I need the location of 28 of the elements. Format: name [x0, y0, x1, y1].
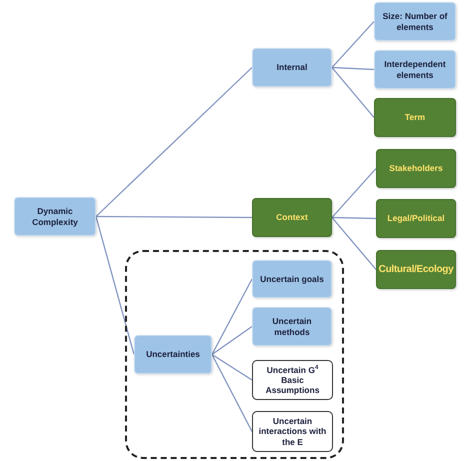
connector-line: [212, 354, 252, 380]
process-box: Interdependent elements: [374, 50, 456, 89]
connector-line: [96, 67, 252, 217]
process-box: Uncertainties: [134, 335, 212, 374]
process-box: Stakeholders: [376, 149, 456, 188]
connector-line: [332, 66, 374, 70]
process-box: Uncertain methods: [252, 307, 332, 346]
connector-line: [211, 354, 253, 432]
process-box: Context: [252, 198, 332, 237]
connector-line: [332, 168, 376, 218]
connector-line: [95, 216, 135, 355]
connector-line: [211, 278, 253, 355]
process-box: Legal/Political: [376, 199, 456, 238]
outlined-box: Uncertain interactions with the E: [252, 411, 333, 452]
process-box: Cultural/Ecology: [376, 250, 456, 289]
process-box: Dynamic Complexity: [14, 197, 96, 236]
process-box: Internal: [252, 48, 332, 87]
connector-line: [212, 326, 252, 355]
connector-line: [332, 217, 376, 270]
connector-line: [96, 216, 252, 218]
process-box: Term: [374, 98, 456, 137]
process-box: Size: Number of elements: [374, 2, 456, 41]
dashed-group-box: [125, 250, 344, 459]
process-box: Uncertain goals: [252, 260, 332, 298]
outlined-box: Uncertain G$^{4}$ Basic Assumptions: [252, 360, 333, 400]
connector-line: [332, 216, 376, 220]
connector-line: [332, 21, 374, 68]
connector-line: [332, 67, 374, 118]
